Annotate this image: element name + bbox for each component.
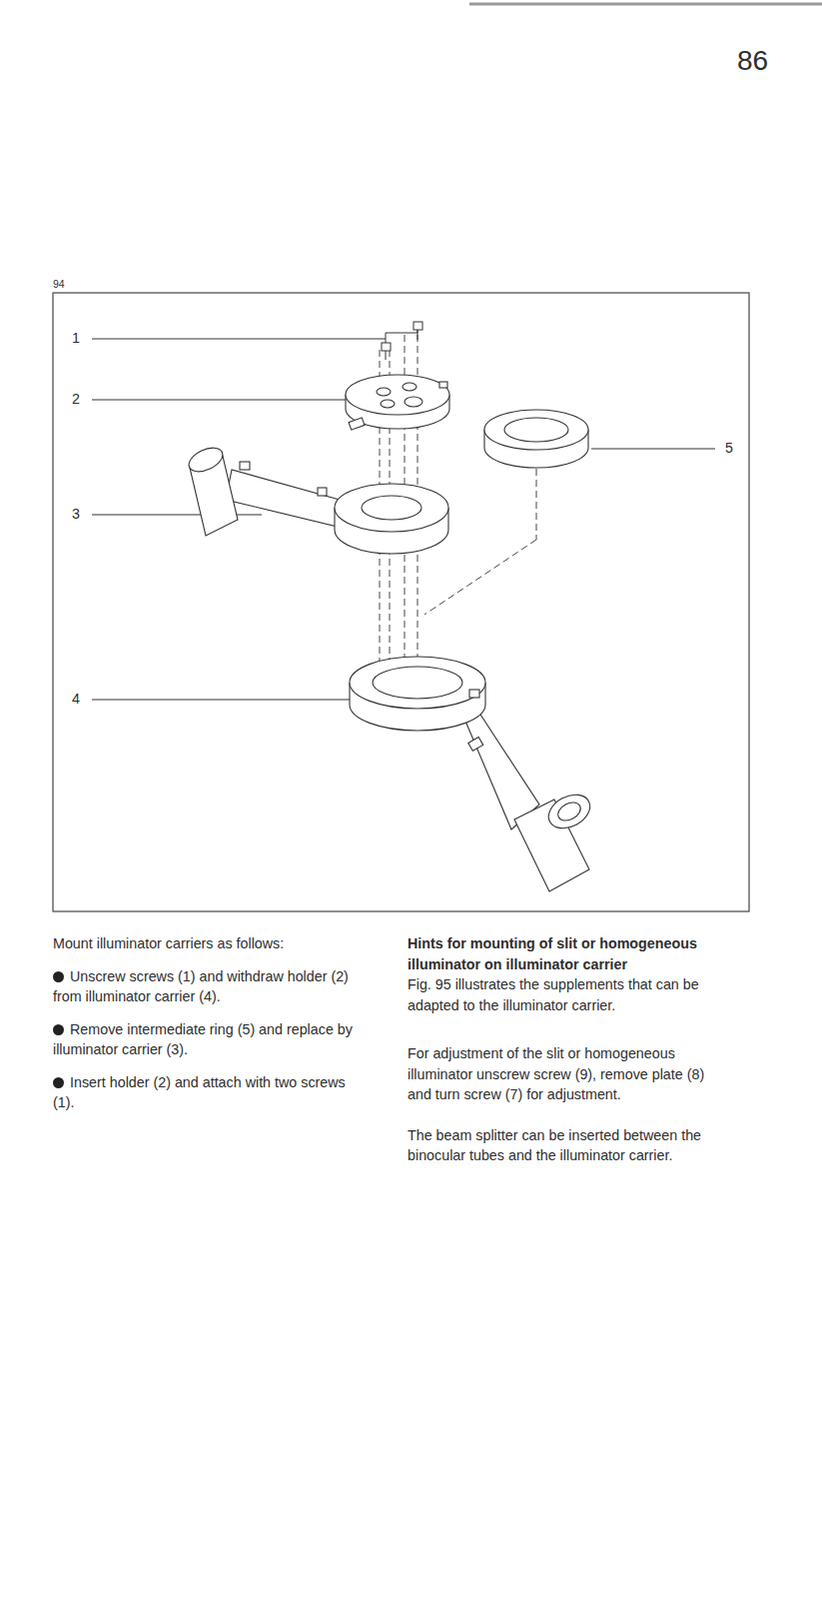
body-text: Fig. 95 illustrates the supplements that… — [407, 975, 700, 1013]
paragraph: Mount illuminator carriers as follows: — [52, 932, 353, 954]
body-text: For adjustment of the slit or homogeneou… — [407, 1044, 705, 1102]
figure-frame — [52, 292, 750, 911]
intro-text: Mount illuminator carriers as follows: — [52, 934, 284, 951]
body-text: The beam splitter can be inserted betwee… — [407, 1126, 702, 1164]
carrier-3 — [184, 442, 449, 554]
text-column: Hints for mounting of slit or homogeneou… — [407, 932, 723, 1166]
leader-lines — [91, 327, 716, 700]
step-text: Insert holder (2) and attach with two sc… — [52, 1073, 346, 1111]
bullet-dot — [52, 1076, 64, 1088]
step-text: Remove intermediate ring (5) and replace… — [52, 1020, 353, 1058]
callout-number: 5 — [725, 439, 734, 457]
bullet-dot — [52, 1023, 64, 1035]
callout-number: 3 — [71, 505, 80, 523]
paragraph: Unscrew screws (1) and withdraw holder (… — [52, 965, 353, 1007]
carrier-4 — [349, 656, 596, 891]
callout-number: 4 — [71, 690, 80, 708]
callout-number: 2 — [71, 390, 80, 408]
page-number: 86 — [737, 43, 769, 78]
paragraph: Insert holder (2) and attach with two sc… — [52, 1071, 353, 1113]
section-heading: Hints for mounting of slit or homogeneou… — [407, 934, 698, 972]
holder — [345, 374, 450, 430]
screws — [381, 321, 423, 360]
paragraph: Hints for mounting of slit or homogeneou… — [407, 932, 723, 974]
step-text: Unscrew screws (1) and withdraw holder (… — [52, 967, 349, 1005]
paragraph: Fig. 95 illustrates the supplements that… — [407, 973, 723, 1015]
top-rule — [469, 2, 822, 6]
paragraph: For adjustment of the slit or homogeneou… — [407, 1042, 723, 1105]
figure-number: 94 — [52, 277, 65, 291]
intermediate-ring — [484, 409, 589, 468]
paragraph: Remove intermediate ring (5) and replace… — [52, 1018, 353, 1060]
bullet-dot — [52, 970, 64, 982]
text-column: Mount illuminator carriers as follows: Un… — [52, 932, 353, 1113]
paragraph: The beam splitter can be inserted betwee… — [407, 1124, 723, 1166]
callout-number: 1 — [71, 329, 80, 347]
